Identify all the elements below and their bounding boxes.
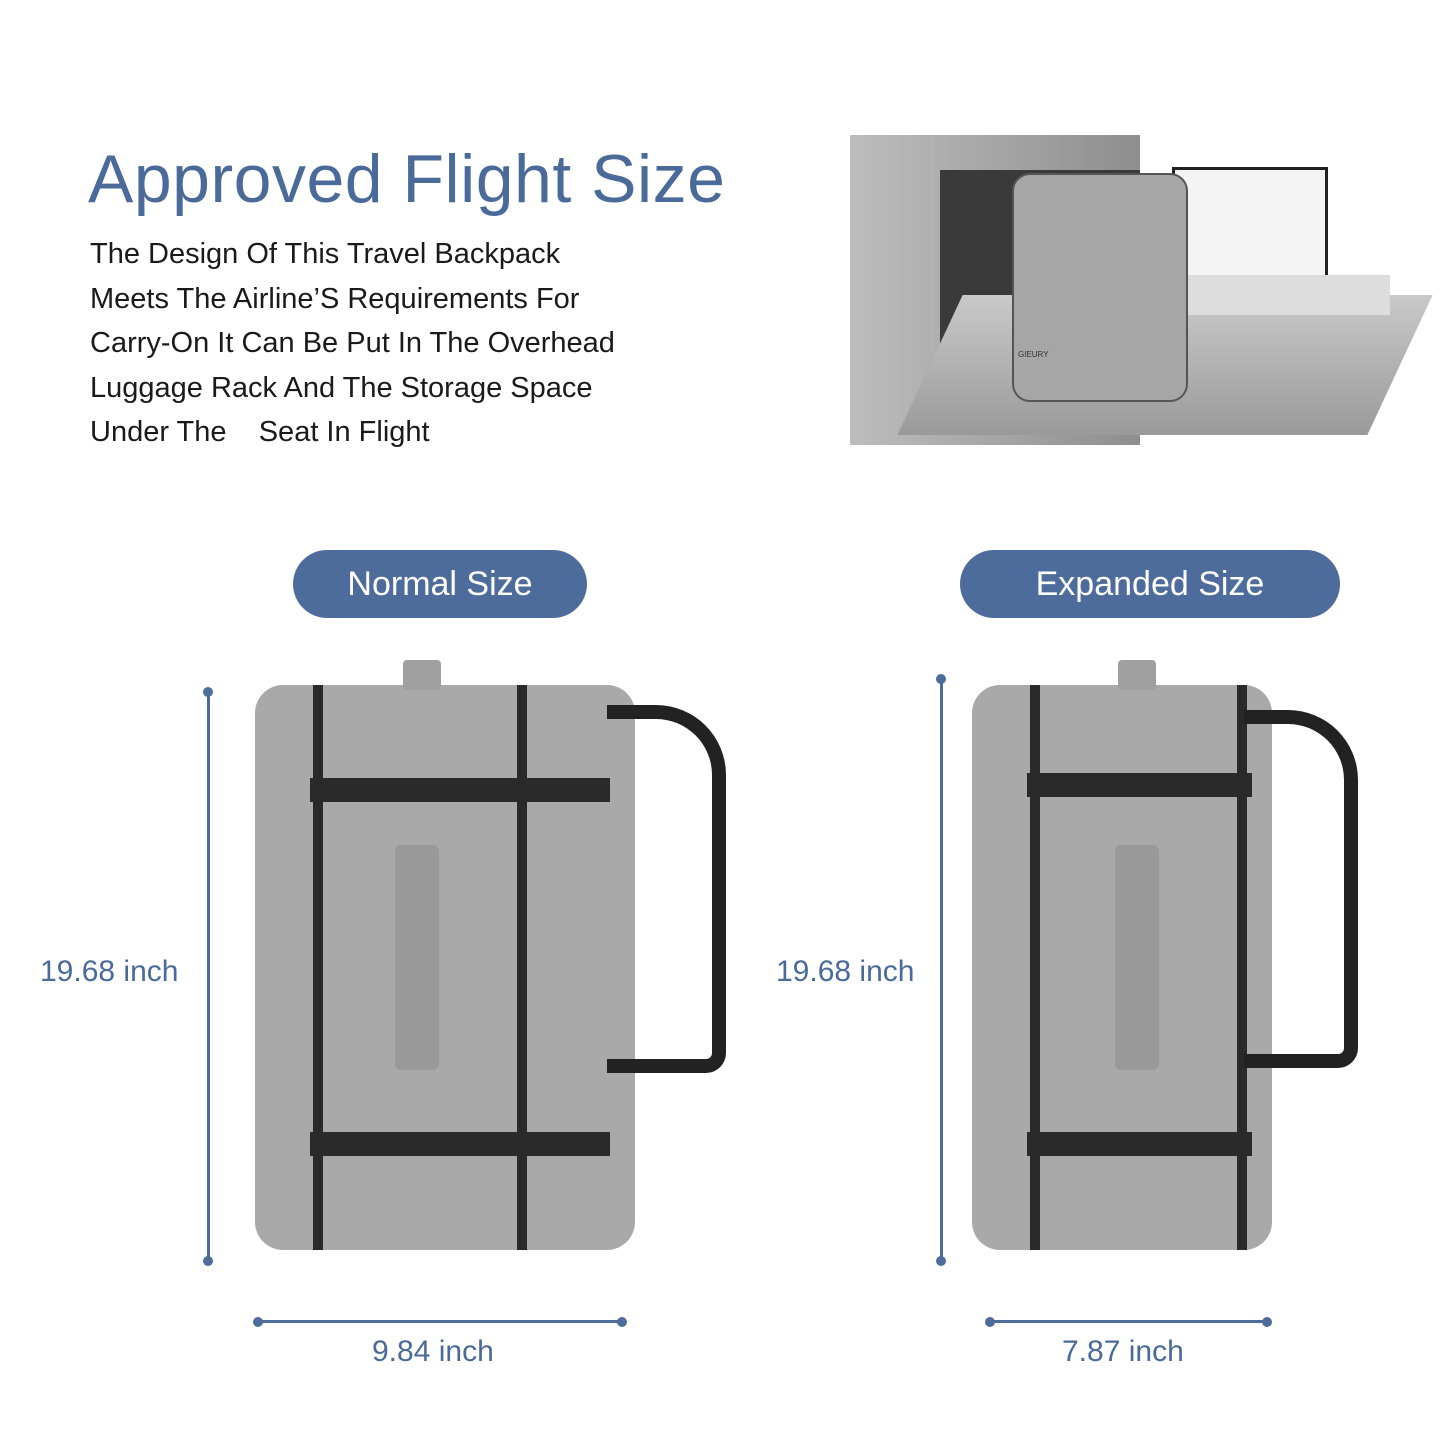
- height-dimension-line: [207, 692, 210, 1260]
- width-dimension-line: [990, 1320, 1268, 1323]
- description-line: The Design Of This Travel Backpack: [90, 238, 561, 270]
- description-line: Carry-On It Can Be Put In The Overhead: [90, 327, 615, 359]
- page-title: Approved Flight Size: [88, 141, 726, 217]
- height-dimension-bottom-cap: [203, 1256, 213, 1266]
- normal-width-label: 9.84 inch: [372, 1335, 494, 1368]
- expanded-size-badge: Expanded Size: [960, 550, 1340, 618]
- height-dimension-bottom-cap: [936, 1256, 946, 1266]
- width-dimension-line: [258, 1320, 622, 1323]
- description: The Design Of This Travel Backpack Meets…: [90, 232, 615, 455]
- normal-height-label: 19.68 inch: [40, 955, 179, 988]
- width-dimension-right-cap: [617, 1317, 627, 1327]
- normal-size-badge: Normal Size: [293, 550, 587, 618]
- xray-scanner-photo: GIEURY: [850, 135, 1433, 475]
- expanded-width-label: 7.87 inch: [1062, 1335, 1184, 1368]
- backpack-normal-image: [255, 660, 765, 1260]
- description-line: Meets The Airline’S Requirements For: [90, 282, 580, 315]
- backpack-expanded-image: [972, 660, 1402, 1260]
- bag-brand: GIEURY: [1018, 350, 1049, 359]
- description-line: Luggage Rack And The Storage Space: [90, 371, 593, 404]
- height-dimension-line: [940, 679, 943, 1260]
- description-line: Under The Seat In Flight: [90, 416, 430, 448]
- width-dimension-right-cap: [1262, 1317, 1272, 1327]
- expanded-height-label: 19.68 inch: [776, 955, 915, 988]
